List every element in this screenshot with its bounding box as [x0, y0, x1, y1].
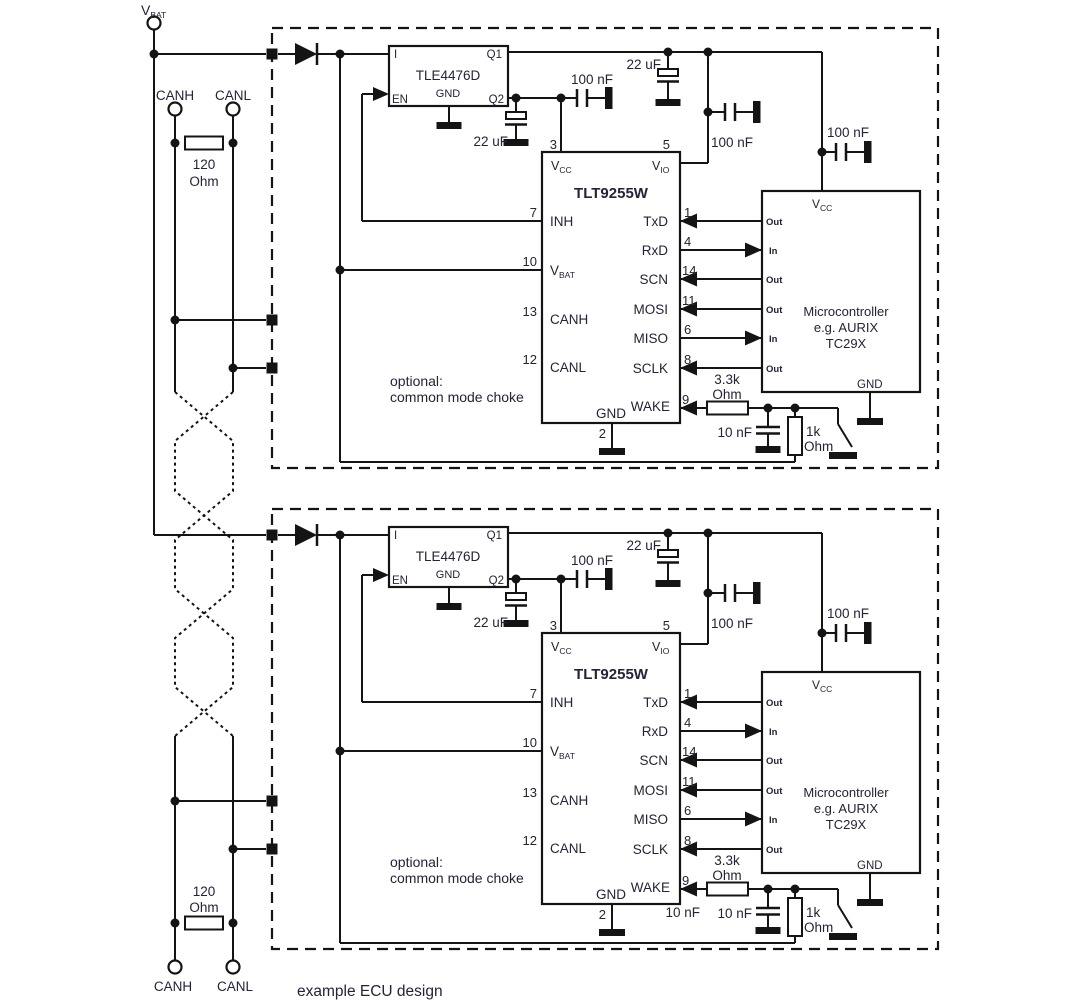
- canh-terminal-top: [167, 101, 183, 117]
- canh-label-top: CANH: [156, 88, 194, 103]
- ecu-block-2: [265, 507, 940, 951]
- canl-terminal-bottom: [225, 959, 241, 975]
- canl-label-bottom: CANL: [217, 979, 254, 994]
- termination-unit-bottom: Ohm: [189, 900, 218, 915]
- termination-unit-top: Ohm: [189, 174, 218, 189]
- canh-terminal-bottom: [167, 959, 183, 975]
- termination-value-bottom: 120: [193, 884, 216, 899]
- can-bus-wiring: VBAT CANH CANL 120 Ohm 120 Ohm CANH CANL: [141, 2, 266, 994]
- ecu-block-1: [265, 26, 940, 470]
- vbat-label: VBAT: [141, 2, 166, 20]
- canl-label-top: CANL: [215, 88, 252, 103]
- bus-junction-dots: [149, 49, 238, 928]
- cap-10nf-extra-label: 10 nF: [665, 905, 700, 920]
- canh-label-bottom: CANH: [154, 979, 192, 994]
- termination-resistor-top: [184, 135, 224, 151]
- canl-terminal-top: [225, 101, 241, 117]
- schematic-caption: example ECU design: [297, 983, 443, 1000]
- termination-resistor-bottom: [184, 915, 224, 931]
- vbat-terminal: [146, 15, 162, 31]
- termination-value-top: 120: [193, 157, 216, 172]
- twisted-pair-wire-2: [174, 391, 234, 737]
- twisted-pair-wire-1: [174, 391, 234, 737]
